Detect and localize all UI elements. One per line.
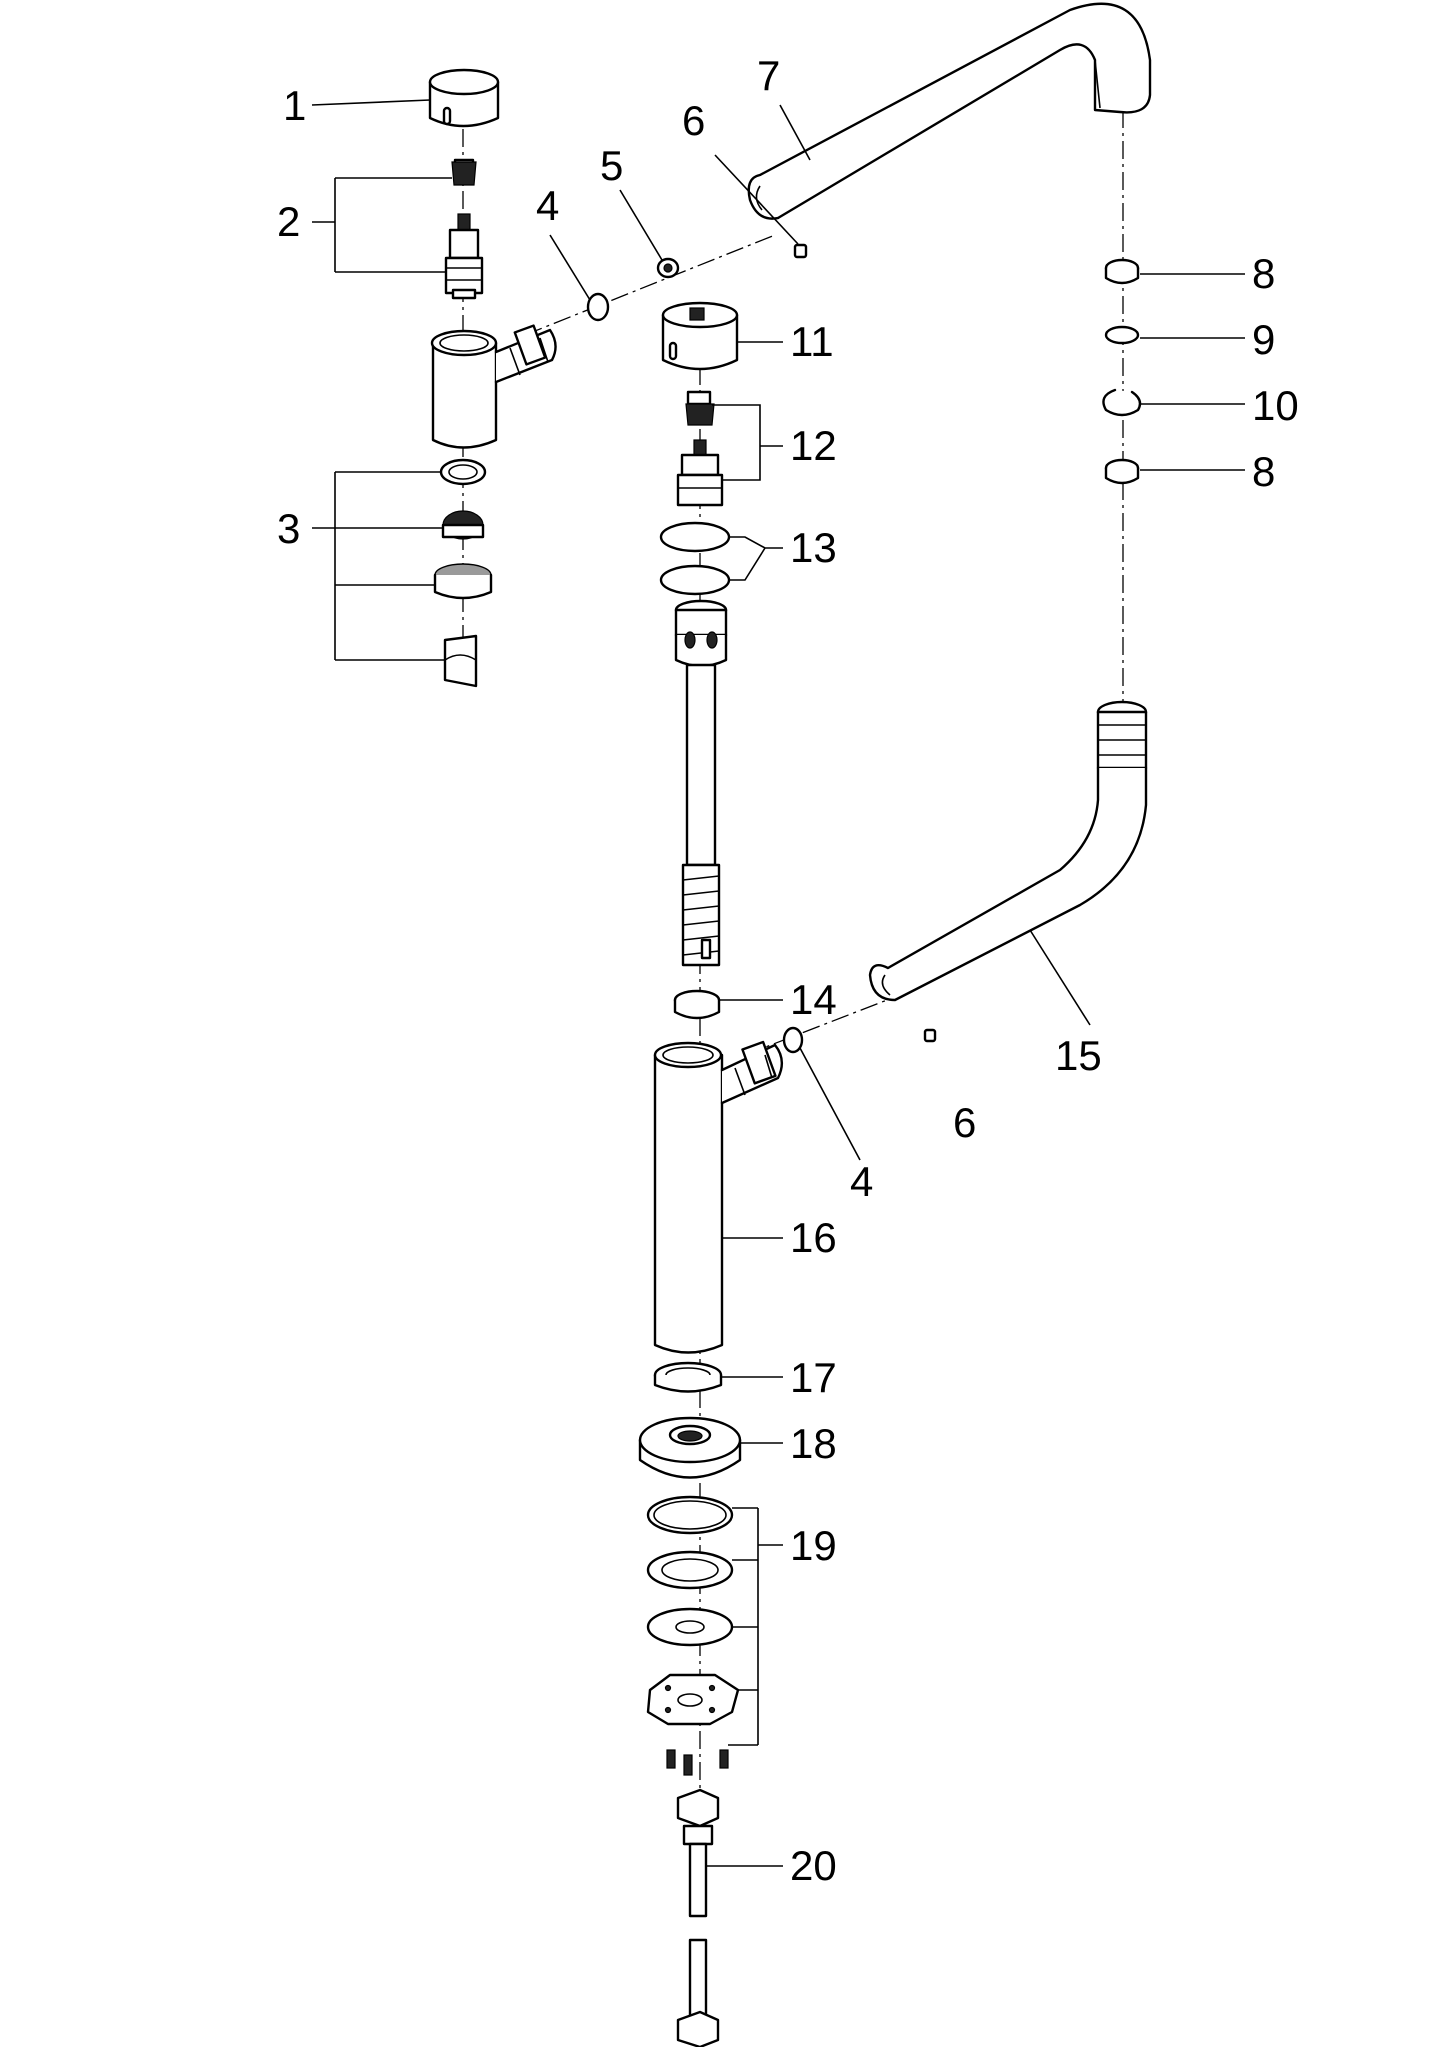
callout-1: 1 <box>283 82 306 129</box>
callout-13: 13 <box>790 524 837 571</box>
callout-4-upper: 4 <box>536 182 559 229</box>
callout-6-upper: 6 <box>682 97 705 144</box>
callout-14: 14 <box>790 976 837 1023</box>
callout-15: 15 <box>1055 1032 1102 1079</box>
knob-left <box>428 68 500 128</box>
small-nut <box>656 257 680 279</box>
valve-body-left <box>430 324 557 449</box>
callout-8-bottom: 8 <box>1252 448 1275 495</box>
callout-8-top: 8 <box>1252 250 1275 297</box>
callout-2: 2 <box>277 198 300 245</box>
callout-12: 12 <box>790 422 837 469</box>
grub-screw-upper <box>793 243 808 259</box>
callout-17: 17 <box>790 1354 837 1401</box>
valve-cartridge-center <box>676 390 724 507</box>
valve-cartridge-left <box>444 158 484 300</box>
spout-rings <box>1102 258 1142 485</box>
o-ring-upper <box>586 292 610 322</box>
aerator-set <box>433 458 493 688</box>
callout-19: 19 <box>790 1522 837 1569</box>
upper-spout-tube <box>747 2 1152 220</box>
callout-7: 7 <box>757 52 780 99</box>
faucet-main-body <box>653 1040 783 1354</box>
base-rosette <box>638 1416 742 1479</box>
callout-labels: 1 2 3 4 5 6 7 8 9 10 8 11 12 13 14 15 6 … <box>277 52 1299 1889</box>
base-ring <box>653 1361 723 1393</box>
callout-11: 11 <box>790 318 834 365</box>
callout-18: 18 <box>790 1420 837 1467</box>
callout-9: 9 <box>1252 316 1275 363</box>
callout-6-lower: 6 <box>953 1099 976 1146</box>
o-rings-center <box>659 521 731 596</box>
mounting-set <box>646 1495 740 1776</box>
lower-spout-tube <box>868 700 1148 1002</box>
callout-4-lower: 4 <box>850 1158 873 1205</box>
center-spindle-rod <box>674 599 728 967</box>
callout-16: 16 <box>790 1214 837 1261</box>
retaining-ring <box>673 989 721 1020</box>
callout-3: 3 <box>277 505 300 552</box>
knob-center <box>661 301 739 371</box>
callout-20: 20 <box>790 1842 837 1889</box>
supply-hose <box>676 1788 720 2047</box>
callout-5: 5 <box>600 142 623 189</box>
grub-screw-lower <box>923 1028 937 1043</box>
callout-10: 10 <box>1252 382 1299 429</box>
o-ring-lower <box>782 1026 804 1054</box>
leader-lines <box>311 99 1245 1867</box>
